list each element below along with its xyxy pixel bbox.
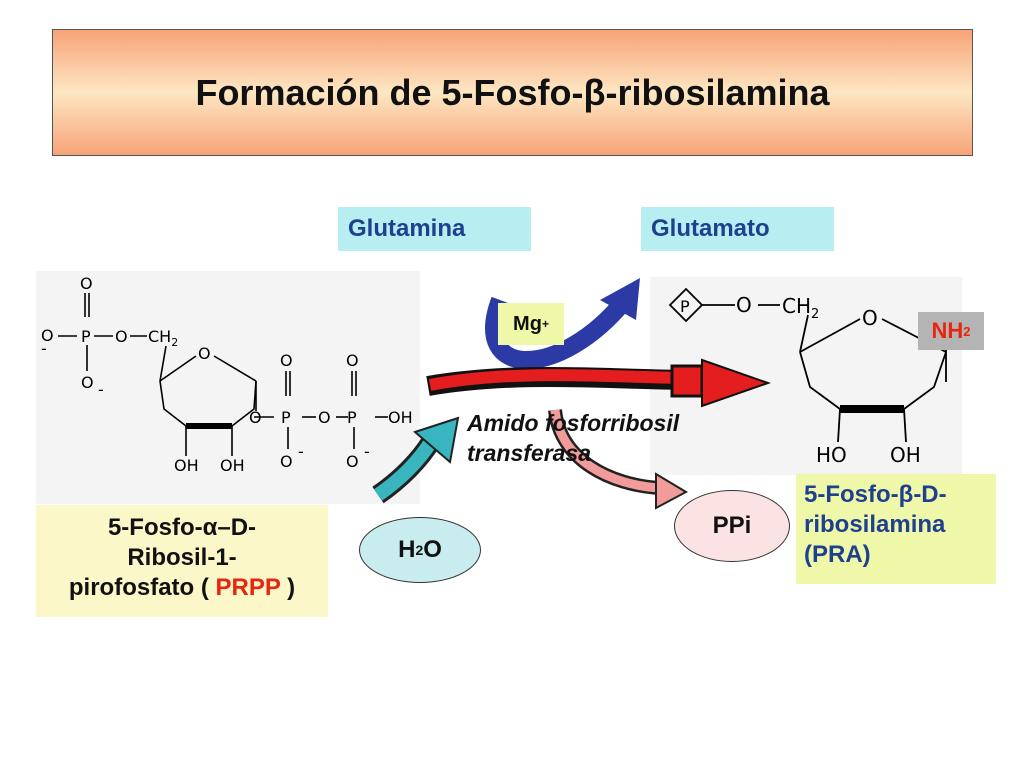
prpp-minus-bottom: - xyxy=(98,380,104,399)
glutamato-text: Glutamato xyxy=(651,215,770,242)
nh2-sub: 2 xyxy=(963,323,971,339)
prpp-o-bottom-2: O xyxy=(280,452,293,471)
pra-oh: OH xyxy=(890,443,921,467)
prpp-minus-left: - xyxy=(41,339,47,358)
h2o-h: H xyxy=(398,536,416,563)
prpp-caption-line-3: pirofosfato ( PRPP ) xyxy=(68,574,296,601)
pra-ch2: CH2 xyxy=(782,294,819,322)
pra-ho: HO xyxy=(816,443,847,467)
mg-sup: + xyxy=(541,317,549,331)
prpp-p-2: P xyxy=(281,408,291,427)
prpp-minus-2: - xyxy=(298,442,304,461)
prpp-o-top: O xyxy=(80,274,93,293)
prpp-caption: 5-Fosfo-α–D- Ribosil-1- pirofosfato ( PR… xyxy=(36,505,328,617)
glutamato-label: Glutamato xyxy=(641,207,834,251)
prpp-oh-1: OH xyxy=(174,456,199,475)
prpp-o-ester: O xyxy=(115,327,128,346)
pra-p: P xyxy=(680,297,690,316)
enzyme-name: Amido fosforribosil transferasa xyxy=(467,408,747,468)
prpp-acronym: PRPP xyxy=(215,574,281,601)
teal-arrowhead-icon xyxy=(412,416,460,464)
prpp-structure: O O - P O O - CH2 O OH OH O O P O - O O … xyxy=(36,271,420,504)
prpp-structure-drawing: O O - P O O - CH2 O OH OH O O P O - O O … xyxy=(41,274,413,475)
prpp-o-bridge-1: O xyxy=(249,408,262,427)
title-prefix: Formación de 5-Fosfo- xyxy=(195,71,584,113)
prpp-o-top-3: O xyxy=(346,351,359,370)
prpp-minus-3: - xyxy=(364,442,370,461)
pra-caption-line-2: ribosilamina xyxy=(804,511,946,538)
nh2-text: NH xyxy=(931,318,964,343)
prpp-o-bottom: O xyxy=(81,373,94,392)
title-banner: Formación de 5-Fosfo-β-ribosilamina xyxy=(52,29,973,156)
pra-caption: 5-Fosfo-β-D- ribosilamina (PRA) xyxy=(796,474,996,584)
ppi-text: PPi xyxy=(712,512,752,539)
prpp-o-bridge-2: O xyxy=(318,408,331,427)
blue-curved-arrow xyxy=(485,294,632,369)
glutamina-text: Glutamina xyxy=(348,215,466,242)
prpp-o-bottom-3: O xyxy=(346,452,359,471)
pra-caption-line-3: (PRA) xyxy=(804,541,871,568)
main-red-arrow xyxy=(428,369,691,391)
h2o-sub: 2 xyxy=(415,542,424,558)
enzyme-line-2: transferasa xyxy=(467,440,592,466)
main-arrowhead-icon xyxy=(701,358,772,408)
mg-label: Mg+ xyxy=(498,303,564,345)
h2o-o: O xyxy=(423,536,442,563)
prpp-o-left: O xyxy=(41,326,54,345)
pra-o-ring: O xyxy=(862,306,878,330)
prpp-oh-2: OH xyxy=(220,456,245,475)
ppi-ellipse: PPi xyxy=(674,490,790,562)
prpp-caption-line-2: Ribosil-1- xyxy=(127,544,237,571)
pink-arrowhead-icon xyxy=(655,472,689,510)
pra-o-ester: O xyxy=(736,293,752,317)
prpp-ch2: CH2 xyxy=(148,327,178,349)
prpp-o-ring: O xyxy=(198,344,211,363)
glutamina-label: Glutamina xyxy=(338,207,531,251)
title-greek: β xyxy=(583,71,606,113)
pink-arrow xyxy=(550,409,661,493)
enzyme-line-1: Amido fosforribosil xyxy=(467,410,680,436)
prpp-o-top-2: O xyxy=(280,351,293,370)
teal-arrow xyxy=(373,436,439,501)
prpp-p-1: P xyxy=(81,327,91,346)
prpp-caption-line-1: 5-Fosfo-α–D- xyxy=(107,514,257,541)
pra-structure: P O CH2 O HO OH xyxy=(650,277,962,475)
phosphate-diamond-icon xyxy=(668,287,704,323)
slide-title: Formación de 5-Fosfo-β-ribosilamina xyxy=(195,72,829,114)
mg-text: Mg xyxy=(513,312,542,335)
title-suffix: -ribosilamina xyxy=(605,71,830,113)
pra-caption-line-1: 5-Fosfo-β-D- xyxy=(804,481,947,508)
pra-structure-drawing: P O CH2 O HO OH xyxy=(668,287,947,467)
prpp-p-3: P xyxy=(347,408,357,427)
prpp-oh-3: OH xyxy=(388,408,413,427)
main-arrow-block xyxy=(670,364,704,398)
blue-arrowhead-icon xyxy=(600,278,640,320)
